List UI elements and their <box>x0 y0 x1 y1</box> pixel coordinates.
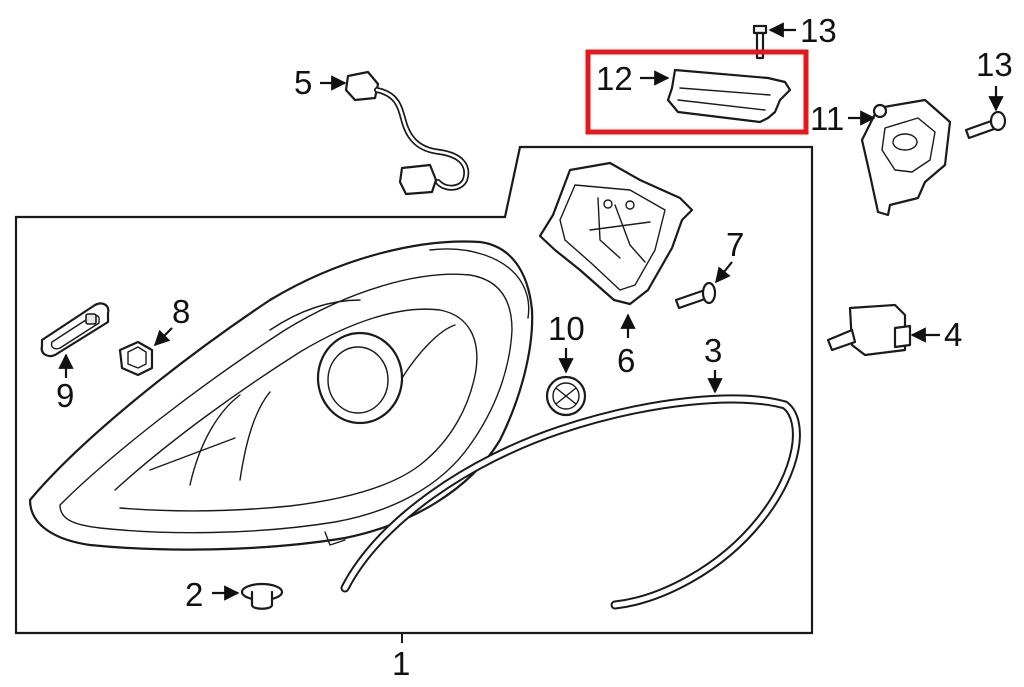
part-10-cap[interactable] <box>545 375 587 417</box>
part-9-pad[interactable] <box>40 302 110 358</box>
callout-2: 2 <box>185 576 203 613</box>
leader-7 <box>715 261 733 284</box>
callout-1: 1 <box>392 645 410 682</box>
callout-11: 11 <box>810 100 844 137</box>
callout-4: 4 <box>944 316 962 353</box>
callout-5: 5 <box>294 64 312 101</box>
part-2-grommet[interactable] <box>240 582 284 610</box>
callout-13-top: 13 <box>800 12 837 49</box>
callout-10: 10 <box>548 310 585 347</box>
part-8-clip[interactable] <box>118 340 154 377</box>
part-11-module[interactable] <box>860 98 952 217</box>
callout-13-right: 13 <box>976 46 1013 83</box>
part-4-connector[interactable] <box>826 303 912 357</box>
callout-7: 7 <box>726 226 744 263</box>
part-7-screw[interactable] <box>674 281 717 310</box>
assembly-frame <box>14 145 814 635</box>
part-5-harness[interactable] <box>344 70 470 196</box>
leader-8 <box>153 327 173 347</box>
callout-6: 6 <box>617 342 635 379</box>
callout-8: 8 <box>172 293 190 330</box>
callout-3: 3 <box>704 332 722 369</box>
part-6-bracket[interactable] <box>538 161 694 306</box>
callout-9: 9 <box>56 377 74 414</box>
headlamp-assembly[interactable] <box>28 240 534 551</box>
highlight-box <box>585 49 809 135</box>
callout-12: 12 <box>596 60 633 97</box>
part-12-cover[interactable] <box>666 68 792 124</box>
part-3-seal[interactable] <box>340 394 801 610</box>
part-13-screw-right[interactable] <box>964 110 1007 140</box>
